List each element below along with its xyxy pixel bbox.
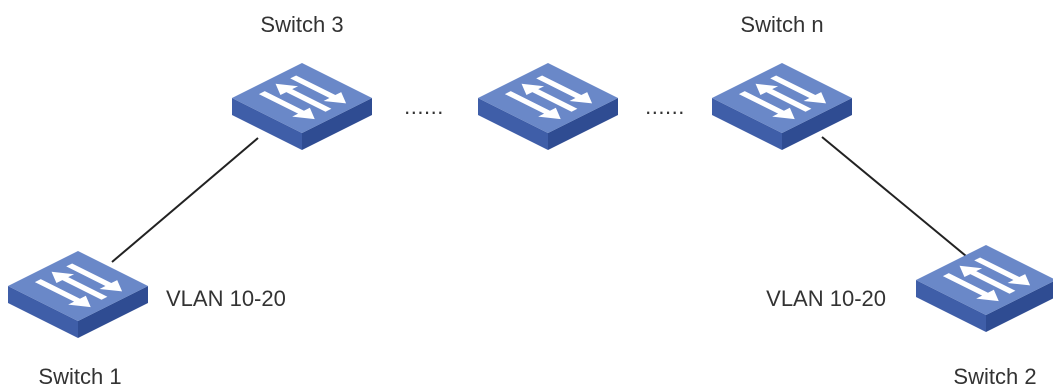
- switch-3-label: Switch 3: [260, 12, 343, 37]
- vlan-label-right: VLAN 10-20: [766, 286, 886, 311]
- switch-n-icon: [712, 63, 852, 150]
- link-switchn-switch2: [821, 136, 967, 257]
- switch-1-icon: [8, 251, 148, 338]
- switch-n-label: Switch n: [740, 12, 823, 37]
- switch-2-icon: [916, 245, 1053, 332]
- switch-3-icon: [232, 63, 372, 150]
- vlan-label-left: VLAN 10-20: [166, 286, 286, 311]
- link-switch1-switch3: [111, 137, 259, 263]
- ellipsis-right: ......: [645, 94, 685, 119]
- switch-1-label: Switch 1: [38, 364, 121, 388]
- switch-middle-icon: [478, 63, 618, 150]
- switch-2-label: Switch 2: [953, 364, 1036, 388]
- ellipsis-left: ......: [404, 94, 444, 119]
